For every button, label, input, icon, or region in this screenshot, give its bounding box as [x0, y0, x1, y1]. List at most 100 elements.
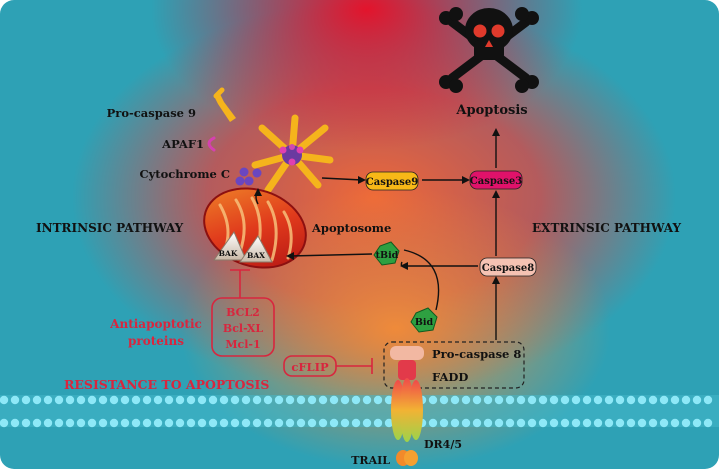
cytochrome-c-label: Cytochrome C [139, 167, 230, 181]
lipid-head [318, 395, 328, 405]
lipid-head [373, 395, 383, 405]
tbid-label: tBid [376, 250, 399, 261]
lipid-head [98, 418, 108, 428]
intrinsic-pathway-label: INTRINSIC PATHWAY [36, 221, 184, 235]
lipid-head [43, 418, 53, 428]
lipid-head [560, 418, 570, 428]
lipid-head [65, 395, 75, 405]
lipid-head [197, 395, 207, 405]
lipid-head [175, 395, 185, 405]
lipid-head [692, 418, 702, 428]
receptor-icon [390, 346, 424, 466]
lipid-head [340, 395, 350, 405]
lipid-head [87, 418, 97, 428]
lipid-head [362, 418, 372, 428]
lipid-head [483, 395, 493, 405]
arrowheads [254, 128, 500, 284]
lipid-head [516, 395, 526, 405]
lipid-head [549, 418, 559, 428]
cytochrome-c-icon [235, 167, 262, 186]
lipid-head [692, 395, 702, 405]
lipid-head [373, 418, 383, 428]
lipid-head [230, 418, 240, 428]
lipid-head [252, 395, 262, 405]
cell-membrane [0, 395, 719, 428]
lipid-head [439, 418, 449, 428]
bclxl-label: Bcl-XL [223, 322, 263, 335]
lipid-head [604, 395, 614, 405]
bax-label: BAX [247, 251, 265, 260]
lipid-head [307, 418, 317, 428]
lipid-head [120, 395, 130, 405]
lipid-head [681, 418, 691, 428]
cflip-label: cFLIP [291, 360, 329, 374]
lipid-head [637, 395, 647, 405]
lipid-head [274, 418, 284, 428]
lipid-head [527, 418, 537, 428]
lipid-head [252, 418, 262, 428]
lipid-head [76, 418, 86, 428]
lipid-head [219, 395, 229, 405]
lipid-head [329, 418, 339, 428]
lipid-head [461, 418, 471, 428]
lipid-head [549, 395, 559, 405]
lipid-head [351, 418, 361, 428]
lipid-head [560, 395, 570, 405]
apoptosome-label: Apoptosome [311, 221, 391, 235]
tbid-node: tBid [373, 241, 400, 266]
lipid-head [0, 395, 9, 405]
lipid-head [527, 395, 537, 405]
lipid-head [21, 395, 31, 405]
lipid-head [659, 418, 669, 428]
lipid-head [241, 395, 251, 405]
extrinsic-pathway-label: EXTRINSIC PATHWAY [532, 221, 681, 235]
lipid-head [208, 418, 218, 428]
lipid-head [131, 418, 141, 428]
lipid-head [340, 418, 350, 428]
lipid-head [54, 418, 64, 428]
lipid-head [54, 395, 64, 405]
lipid-head [505, 418, 515, 428]
lipid-head [571, 418, 581, 428]
lipid-head [516, 418, 526, 428]
lipid-head [274, 395, 284, 405]
lipid-head [670, 395, 680, 405]
lipid-head [307, 395, 317, 405]
pro-caspase8-label: Pro-caspase 8 [432, 347, 521, 361]
lipid-head [98, 395, 108, 405]
bak-label: BAK [219, 249, 238, 258]
lipid-head [483, 418, 493, 428]
bak-protein: BAK [213, 230, 247, 261]
lipid-head [472, 395, 482, 405]
lipid-head [65, 418, 75, 428]
lipid-head [648, 395, 658, 405]
lipid-head [626, 395, 636, 405]
lipid-head [472, 418, 482, 428]
lipid-head [538, 395, 548, 405]
lipid-head [351, 395, 361, 405]
arrow-bid-to-tbid [403, 249, 440, 311]
lipid-head [208, 395, 218, 405]
caspase8-box: Caspase8 [479, 257, 537, 277]
arrow-apoptosome-to-caspase9 [321, 177, 363, 181]
lipid-head [450, 395, 460, 405]
lipid-head [241, 418, 251, 428]
lipid-head [648, 418, 658, 428]
lipid-head [626, 418, 636, 428]
caspase8-label: Caspase8 [482, 263, 535, 274]
lipid-head [505, 395, 515, 405]
bid-node: Bid [410, 307, 438, 333]
lipid-head [21, 418, 31, 428]
arrow-tbid-to-mitochondrion [289, 253, 373, 257]
bcl2-label: BCL2 [226, 306, 260, 319]
lipid-head [164, 418, 174, 428]
lipid-head [428, 395, 438, 405]
lipid-head [703, 395, 713, 405]
lipid-head [296, 395, 306, 405]
lipid-head [10, 395, 20, 405]
fadd-label: FADD [432, 370, 468, 384]
lipid-head [175, 418, 185, 428]
lipid-head [76, 395, 86, 405]
